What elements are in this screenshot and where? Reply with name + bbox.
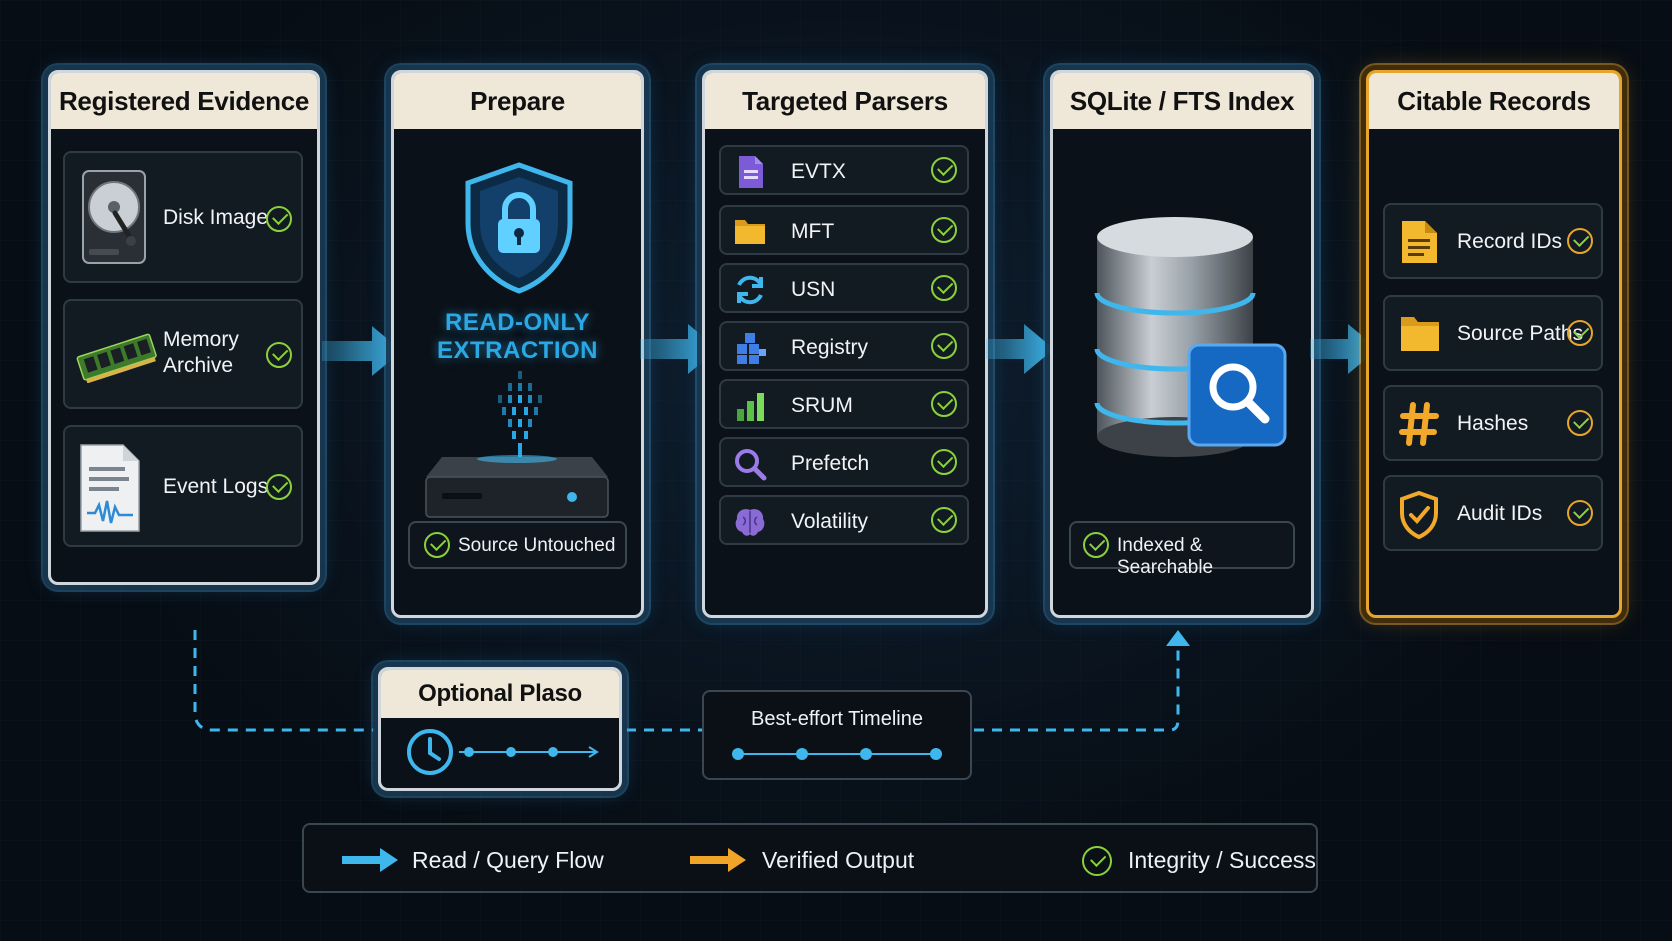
indexed-searchable-label: Indexed & Searchable xyxy=(1117,535,1214,578)
timeline-icon xyxy=(459,742,599,767)
parser-label: Volatility xyxy=(791,510,869,533)
folder-icon xyxy=(1399,313,1441,358)
source-untouched-status: Source Untouched xyxy=(408,521,627,569)
hash-icon xyxy=(1399,401,1439,452)
extraction-line: EXTRACTION xyxy=(437,336,598,364)
check-icon xyxy=(1567,228,1593,254)
database-search-icon xyxy=(1093,215,1293,480)
sqlite-index-title: SQLite / FTS Index xyxy=(1053,73,1311,129)
parser-label: EVTX xyxy=(791,160,846,183)
shield-lock-icon xyxy=(462,161,576,300)
memory-module-icon xyxy=(75,333,159,388)
parser-label: Prefetch xyxy=(791,452,870,475)
read-only-extraction-label: READ-ONLY EXTRACTION xyxy=(394,309,641,364)
parser-item-usn: USN xyxy=(719,263,969,313)
check-icon xyxy=(931,275,957,301)
citable-records-title: Citable Records xyxy=(1369,73,1619,129)
check-icon xyxy=(266,342,292,368)
parser-item-registry: Registry xyxy=(719,321,969,371)
sqlite-index-panel: SQLite / FTS Index xyxy=(1050,70,1314,618)
folder-icon xyxy=(733,216,767,251)
parser-item-mft: MFT xyxy=(719,205,969,255)
parser-label: USN xyxy=(791,278,836,301)
legend: Read / Query Flow Verified Output Integr… xyxy=(302,823,1318,893)
evidence-item-label: Event Logs xyxy=(163,475,269,498)
check-icon xyxy=(1567,500,1593,526)
parser-label: MFT xyxy=(791,220,835,243)
targeted-parsers-title: Targeted Parsers xyxy=(705,73,985,129)
record-label: Source Paths xyxy=(1457,322,1584,345)
prepare-title: Prepare xyxy=(394,73,641,129)
data-stream-icon xyxy=(480,371,560,496)
prepare-panel: Prepare READ-ONLY EXTRACTION xyxy=(391,70,644,618)
check-icon xyxy=(931,157,957,183)
record-label: Record IDs xyxy=(1457,230,1563,253)
evidence-item-disk-image: Disk Image xyxy=(63,151,303,283)
check-icon xyxy=(1567,320,1593,346)
timeline-icon xyxy=(730,744,944,769)
flow-arrow-right xyxy=(986,324,1054,374)
hard-drive-icon xyxy=(81,169,147,270)
evtx-file-icon xyxy=(735,155,765,194)
targeted-parsers-panel: Targeted Parsers EVTX MFT USN xyxy=(702,70,988,618)
check-icon xyxy=(931,391,957,417)
check-icon xyxy=(931,507,957,533)
indexed-searchable-status: Indexed & Searchable xyxy=(1069,521,1295,578)
source-untouched-label: Source Untouched xyxy=(458,535,616,556)
document-icon xyxy=(1399,219,1439,270)
parser-item-srum: SRUM xyxy=(719,379,969,429)
check-icon xyxy=(931,217,957,243)
check-icon xyxy=(931,449,957,475)
flow-arrow-right xyxy=(640,324,718,374)
record-item-audit-ids: Audit IDs xyxy=(1383,475,1603,551)
record-item-source-paths: Source Paths xyxy=(1383,295,1603,371)
check-icon xyxy=(266,206,292,232)
parser-item-evtx: EVTX xyxy=(719,145,969,195)
bar-chart-icon xyxy=(733,389,767,428)
optional-plaso-title: Optional Plaso xyxy=(381,670,619,718)
check-icon xyxy=(1082,846,1112,876)
blue-arrow-icon xyxy=(342,848,398,872)
legend-read-flow: Read / Query Flow xyxy=(412,847,604,873)
check-icon xyxy=(1567,410,1593,436)
clock-icon xyxy=(405,727,455,782)
optional-plaso-panel: Optional Plaso xyxy=(378,667,622,791)
flow-arrow-right xyxy=(1310,324,1378,374)
registered-evidence-panel: Registered Evidence Disk Image xyxy=(48,70,320,585)
best-effort-timeline-label: Best-effort Timeline xyxy=(751,708,923,730)
parser-label: Registry xyxy=(791,336,869,359)
check-icon xyxy=(1083,532,1109,558)
parser-item-prefetch: Prefetch xyxy=(719,437,969,487)
check-icon xyxy=(266,474,292,500)
plaso-dashed-connector xyxy=(193,630,1190,732)
storage-device-icon xyxy=(422,437,612,532)
legend-integrity-success: Integrity / Success xyxy=(1128,847,1316,873)
read-only-line: READ-ONLY xyxy=(445,309,590,336)
check-icon xyxy=(931,333,957,359)
parser-item-volatility: Volatility xyxy=(719,495,969,545)
evidence-item-memory-archive: Memory Archive xyxy=(63,299,303,409)
record-item-record-ids: Record IDs xyxy=(1383,203,1603,279)
best-effort-timeline-box: Best-effort Timeline xyxy=(702,690,972,780)
parser-label: SRUM xyxy=(791,394,853,417)
magnifier-icon xyxy=(733,447,767,486)
check-icon xyxy=(424,532,450,558)
brain-icon xyxy=(733,505,767,544)
sync-icon xyxy=(733,273,767,312)
legend-verified-output: Verified Output xyxy=(762,847,915,873)
evidence-item-label: Disk Image xyxy=(163,206,269,229)
record-item-hashes: Hashes xyxy=(1383,385,1603,461)
gold-arrow-icon xyxy=(690,848,746,872)
registry-cubes-icon xyxy=(733,331,767,370)
flow-arrow-right xyxy=(322,326,402,376)
shield-check-icon xyxy=(1399,490,1439,544)
record-label: Hashes xyxy=(1457,412,1529,435)
record-label: Audit IDs xyxy=(1457,502,1543,525)
registered-evidence-title: Registered Evidence xyxy=(51,73,317,129)
evidence-item-event-logs: Event Logs xyxy=(63,425,303,547)
log-file-icon xyxy=(79,443,141,538)
evidence-item-label: Memory Archive xyxy=(163,328,239,378)
citable-records-panel: Citable Records Record IDs Source Paths … xyxy=(1366,70,1622,618)
